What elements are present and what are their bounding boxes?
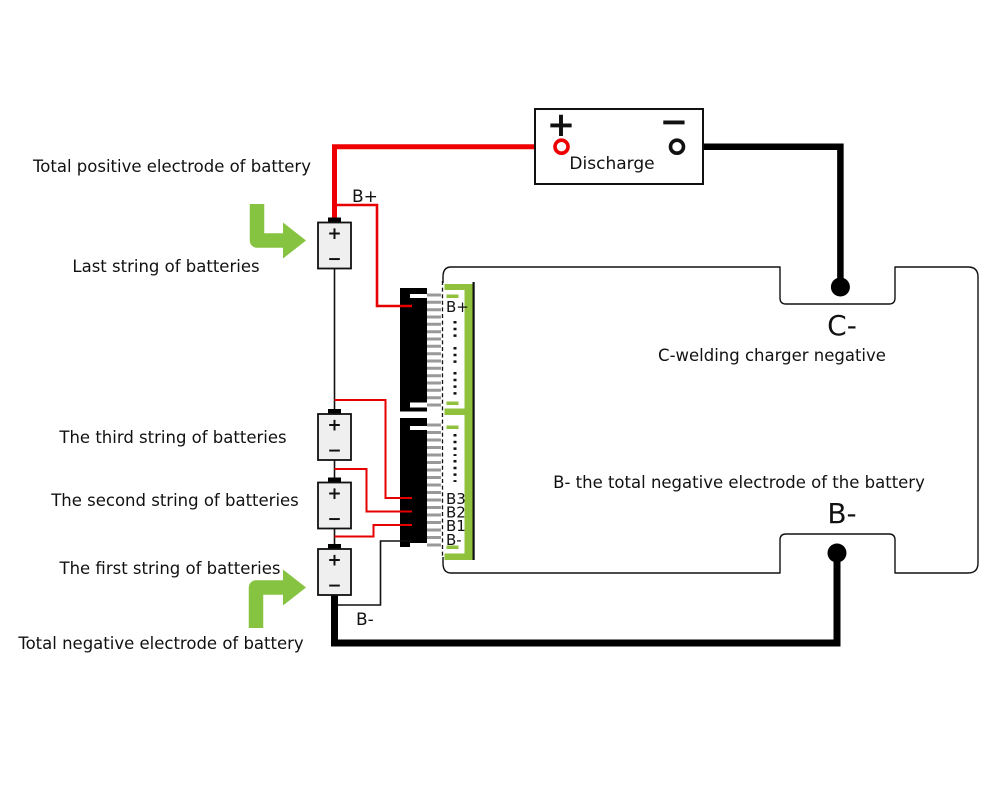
discharge-positive-terminal bbox=[553, 138, 570, 155]
balance-connector-housings bbox=[400, 288, 441, 547]
connector-housing-upper bbox=[400, 288, 427, 412]
battery-plus-sign: + bbox=[327, 551, 341, 571]
balance-wire-b1 bbox=[334, 524, 412, 538]
connector-label-b3: B3 bbox=[446, 490, 466, 508]
solder-tick bbox=[446, 401, 459, 405]
battery-plus-sign: + bbox=[327, 224, 341, 244]
connector-pins-lower bbox=[427, 423, 441, 547]
battery-third-string: + − bbox=[317, 409, 352, 461]
label-pad-b-minus: B- bbox=[827, 497, 856, 530]
battery-cells: + − + − + − + − bbox=[317, 217, 352, 596]
arrow-first-string bbox=[248, 569, 306, 628]
solder-tick bbox=[446, 425, 459, 429]
discharge-title: Discharge bbox=[569, 154, 654, 174]
callout-arrows bbox=[248, 204, 306, 628]
discharge-minus-sign: − bbox=[660, 102, 689, 142]
caption-c-minus: C-welding charger negative bbox=[658, 346, 886, 365]
balance-connector-footprint: B+ B3 B2 B1 B- bbox=[444, 282, 475, 560]
discharge-plus-sign: + bbox=[547, 105, 576, 145]
label-bplus-wire: B+ bbox=[352, 187, 378, 207]
discharge-negative-terminal bbox=[668, 138, 686, 155]
connector-label-bplus: B+ bbox=[446, 298, 469, 316]
label-first-string: The first string of batteries bbox=[59, 559, 281, 578]
label-last-string: Last string of batteries bbox=[72, 257, 259, 276]
label-second-string: The second string of batteries bbox=[50, 491, 299, 510]
balance-wire-b3 bbox=[334, 399, 412, 499]
pad-c-minus-dot bbox=[830, 277, 850, 297]
battery-last-string: + − bbox=[317, 217, 352, 270]
connector-label-bminus: B- bbox=[446, 531, 462, 549]
battery-minus-sign: − bbox=[327, 441, 341, 461]
pad-b-minus-dot bbox=[827, 543, 847, 563]
label-pad-c-minus: C- bbox=[827, 309, 857, 342]
connector-label-b1: B1 bbox=[446, 517, 466, 535]
battery-second-string: + − bbox=[317, 477, 352, 530]
connector-label-b2: B2 bbox=[446, 504, 466, 522]
solder-tick bbox=[446, 545, 459, 549]
arrow-last-string bbox=[249, 204, 306, 259]
negative-main-wire bbox=[331, 556, 841, 647]
negative-discharge-wire bbox=[684, 143, 844, 280]
solder-tick bbox=[446, 294, 459, 298]
caption-b-minus: B- the total negative electrode of the b… bbox=[553, 473, 925, 492]
battery-minus-sign: − bbox=[327, 250, 341, 270]
label-bminus-wire: B- bbox=[356, 610, 374, 630]
label-total-negative: Total negative electrode of battery bbox=[17, 634, 304, 653]
battery-plus-sign: + bbox=[327, 484, 341, 504]
wires bbox=[331, 143, 844, 647]
connector-housing-lower bbox=[400, 418, 427, 547]
bplus-sense-wire bbox=[333, 203, 412, 308]
discharge-box: + − Discharge bbox=[534, 102, 704, 185]
battery-minus-sign: − bbox=[327, 510, 341, 530]
battery-plus-sign: + bbox=[327, 416, 341, 436]
positive-main-wire bbox=[332, 144, 558, 220]
label-total-positive: Total positive electrode of battery bbox=[32, 157, 311, 176]
bminus-sense-wire bbox=[337, 540, 412, 606]
battery-first-string: + − bbox=[317, 544, 352, 596]
label-third-string: The third string of batteries bbox=[58, 428, 286, 447]
annotations: Total positive electrode of battery Last… bbox=[17, 157, 925, 653]
connector-pins-upper bbox=[427, 293, 441, 407]
battery-minus-sign: − bbox=[327, 576, 341, 596]
balance-wire-b2 bbox=[334, 468, 412, 513]
pcb-board-outline bbox=[442, 266, 979, 574]
